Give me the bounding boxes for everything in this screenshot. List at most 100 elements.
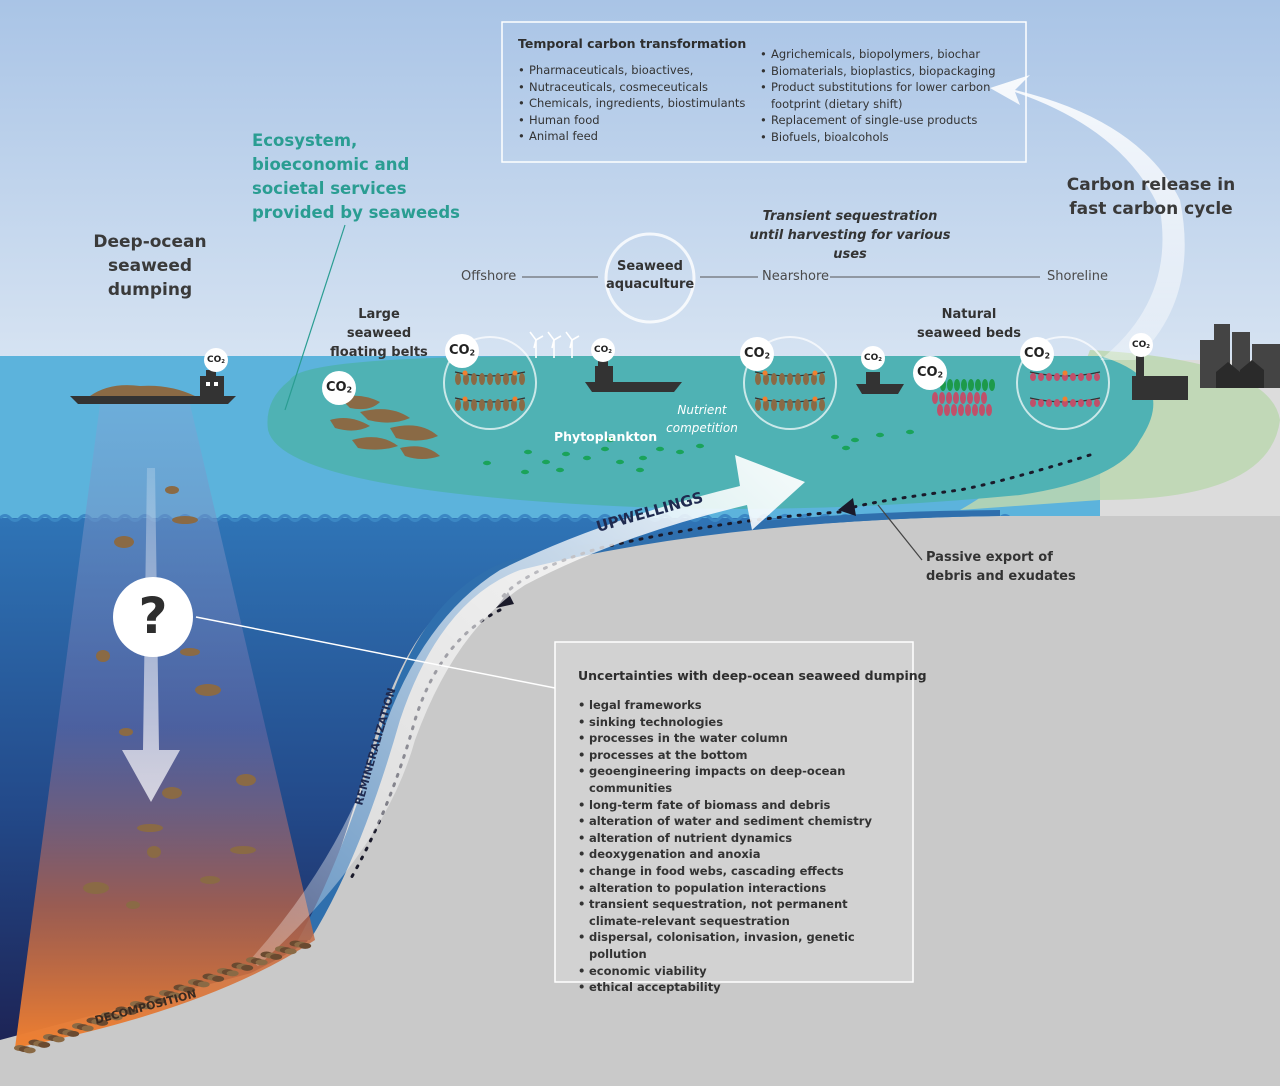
nearshore-vessel (856, 372, 904, 394)
carbon-release-arrow (990, 75, 1185, 360)
farm-circle-shoreline (1016, 336, 1110, 430)
phytoplankton-cell (831, 434, 839, 440)
phytoplankton-cell (583, 455, 591, 461)
uncertainty-item: dispersal, colonisation, invasion, genet… (578, 929, 878, 962)
decomposition-fragment (38, 1041, 51, 1048)
debris-fragment (180, 648, 200, 656)
decomposition-fragment (67, 1030, 80, 1037)
kelp-frond (763, 399, 769, 411)
red-seaweed-frond (1086, 373, 1092, 381)
uncertainty-list: legal frameworkssinking technologiesproc… (578, 697, 878, 996)
kelp-frond (811, 399, 817, 411)
kelp-frond (463, 373, 469, 385)
phytoplankton-cell (876, 432, 884, 438)
temporal-left-item: Nutraceuticals, cosmeceuticals (518, 79, 758, 96)
question-mark: ? (138, 587, 168, 645)
wind-turbines (529, 331, 580, 358)
uncertainty-item: sinking technologies (578, 714, 878, 731)
phytoplankton-cell (851, 437, 859, 443)
passive-export-pointer (877, 504, 923, 561)
kelp-frond (755, 399, 761, 411)
floating-belts-label: Large seaweed floating belts (330, 307, 428, 360)
temporal-left-item: Chemicals, ingredients, biostimulants (518, 95, 758, 112)
phytoplankton-cell (676, 449, 684, 455)
carbon-release-label: Carbon release in fast carbon cycle (1066, 175, 1236, 219)
kelp-frond (455, 373, 461, 385)
green-seaweed (947, 379, 953, 391)
red-seaweed (979, 404, 985, 416)
co2-bubble-factory: CO2 (1129, 333, 1153, 357)
kelp-frond (519, 399, 525, 411)
temporal-left-item: Human food (518, 112, 758, 129)
floating-seaweed-belts (330, 395, 440, 459)
rope-buoy (1062, 396, 1068, 402)
kelp-frond (471, 399, 477, 411)
coastal-lagoon (267, 356, 1154, 509)
phytoplankton-cell (616, 459, 624, 465)
temporal-box-left-list: Pharmaceuticals, bioactives,Nutraceutica… (518, 62, 758, 145)
co2-bubble-nearshore-vessel: CO2 (861, 346, 885, 370)
red-seaweed-frond (1030, 399, 1036, 407)
kelp-frond (779, 399, 785, 411)
red-seaweed (960, 392, 966, 404)
red-seaweed (937, 404, 943, 416)
red-seaweed-frond (1078, 373, 1084, 381)
decomposition-pile (14, 940, 312, 1054)
red-seaweed-frond (1070, 373, 1076, 381)
debris-fragment (165, 486, 179, 494)
passive-export-label: Passive export of debris and exudates (926, 550, 1076, 584)
kelp-frond (811, 373, 817, 385)
kelp-frond (771, 399, 777, 411)
uncertainty-item: alteration to population interactions (578, 880, 878, 897)
phytoplankton-cell (601, 446, 609, 452)
kelp-frond (479, 399, 485, 411)
question-circle (113, 577, 193, 657)
decomposition-fragment (183, 986, 196, 993)
debris-fragment (137, 824, 163, 832)
services-pointer (284, 224, 346, 411)
nutrient-competition-label: Nutrient competition (666, 403, 738, 435)
red-seaweed-frond (1054, 373, 1060, 381)
decomposition-fragment (226, 970, 239, 977)
red-seaweed (944, 404, 950, 416)
debris-fragment (96, 650, 110, 662)
decomposition-fragment (154, 997, 167, 1004)
debris-fragment (230, 846, 256, 854)
uncertainty-item: processes at the bottom (578, 747, 878, 764)
natural-beds-label: Natural seaweed beds (917, 307, 1021, 341)
decomposition-fragment (255, 959, 268, 966)
red-seaweed-frond (1054, 399, 1060, 407)
temporal-right-item: Biomaterials, bioplastics, biopackaging (760, 63, 1000, 80)
offshore-vessel (585, 360, 682, 392)
phytoplankton-cell (562, 451, 570, 457)
green-seaweed (961, 379, 967, 391)
phytoplankton-cell (656, 446, 664, 452)
decomposition-fragment (96, 1019, 109, 1026)
seaweed-fronds (455, 370, 1100, 411)
sinking-debris (83, 486, 256, 909)
kelp-frond (511, 399, 517, 411)
kelp-frond (503, 373, 509, 385)
phytoplankton-cell (483, 460, 491, 466)
temporal-box-title: Temporal carbon transformation (518, 36, 747, 51)
phytoplankton-cell (556, 467, 564, 473)
kelp-frond (511, 373, 517, 385)
temporal-right-item: Agrichemicals, biopolymers, biochar (760, 46, 1000, 63)
green-seaweed (954, 379, 960, 391)
kelp-frond (487, 373, 493, 385)
temporal-right-item: Replacement of single-use products (760, 112, 1000, 129)
upwellings-arrow (250, 455, 805, 966)
decomposition-fragment (270, 953, 283, 960)
debris-fragment (195, 684, 221, 696)
kelp-frond (471, 373, 477, 385)
kelp-frond (503, 399, 509, 411)
red-seaweed-frond (1046, 399, 1052, 407)
kelp-frond (819, 373, 825, 385)
rope-buoy (812, 396, 818, 402)
phytoplankton-cell (521, 469, 529, 475)
red-seaweed-frond (1070, 399, 1076, 407)
kelp-frond (787, 373, 793, 385)
co2-bubble-offshore-vessel: CO2 (591, 338, 615, 362)
kelp-frond (795, 373, 801, 385)
